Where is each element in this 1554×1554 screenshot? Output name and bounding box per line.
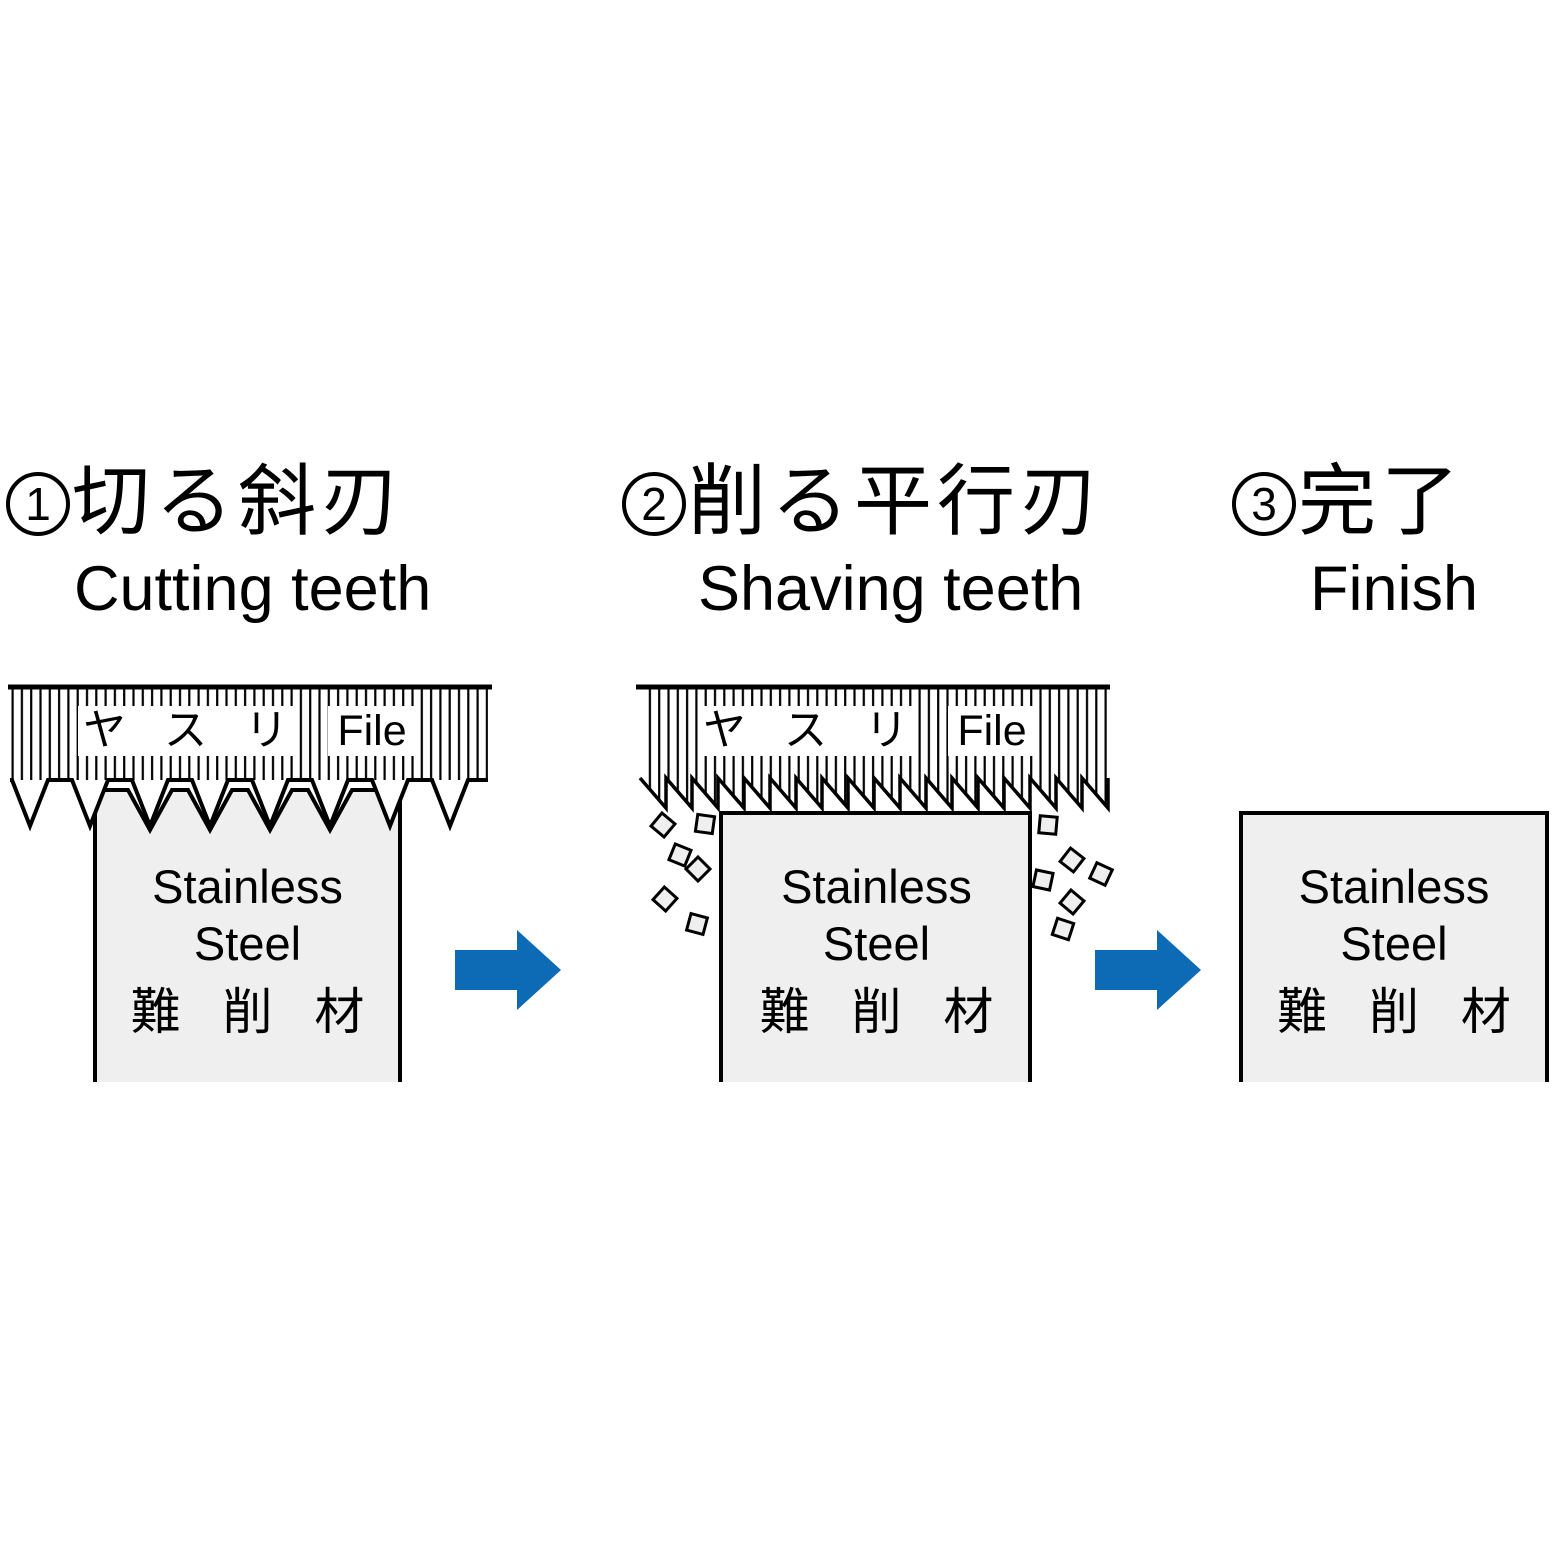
- file1-label-english: File: [328, 706, 416, 756]
- chip: [1087, 860, 1115, 888]
- file2-shaving-teeth: [638, 773, 1110, 813]
- steel-block-1: [93, 788, 402, 1082]
- finished-block-illustration: [1239, 811, 1549, 1082]
- arrow-right-icon: [455, 930, 561, 1010]
- steel3-caption-line2: Steel: [1340, 917, 1448, 970]
- step1-number-badge: 1: [6, 472, 70, 536]
- chip: [1050, 916, 1076, 942]
- metal-chips: [648, 810, 1115, 942]
- steel2-caption-line2: Steel: [822, 917, 931, 970]
- arrow-right-icon: [1095, 930, 1201, 1010]
- step3-title-en: Finish: [1310, 554, 1479, 624]
- steel3-caption: Stainless Steel 難 削 材: [1241, 858, 1547, 1040]
- steel1-caption-line1: Stainless: [152, 860, 343, 913]
- steel1-caption: Stainless Steel 難 削 材: [95, 858, 400, 1040]
- chip: [666, 841, 694, 869]
- chip: [693, 812, 717, 836]
- steel2-caption-line1: Stainless: [781, 860, 972, 913]
- steel2-caption-line3: 難 削 材: [759, 984, 994, 1040]
- file1-label-japanese: ヤ ス リ: [78, 706, 293, 756]
- steel1-caption-line3: 難 削 材: [130, 984, 365, 1040]
- step3-title-ja: 完了: [1298, 457, 1465, 545]
- steel2-caption: Stainless Steel 難 削 材: [723, 858, 1030, 1040]
- file2-label-english: File: [948, 706, 1036, 756]
- chip: [684, 911, 710, 937]
- step2-header: 2 削る平行刃: [622, 462, 1103, 540]
- step3-header: 3 完了: [1232, 462, 1464, 540]
- chip: [1037, 814, 1059, 836]
- step3-number-badge: 3: [1232, 472, 1296, 536]
- process-arrow-2: [1095, 930, 1201, 1010]
- step1-header: 1 切る斜刃: [6, 462, 404, 540]
- step2-number-badge: 2: [622, 472, 686, 536]
- process-arrow-1: [455, 930, 561, 1010]
- chip: [1057, 887, 1087, 917]
- step2-title-en: Shaving teeth: [698, 554, 1084, 624]
- file2-label-japanese: ヤ ス リ: [698, 706, 913, 756]
- steel3-caption-line3: 難 削 材: [1277, 984, 1511, 1040]
- steel-block-3: [1239, 811, 1549, 1082]
- steel1-caption-line2: Steel: [193, 917, 302, 970]
- chip: [683, 854, 713, 884]
- steel-block-2: [719, 811, 1032, 1082]
- chip: [1031, 868, 1055, 892]
- chip: [1057, 845, 1087, 875]
- chip: [650, 884, 680, 914]
- step1-title-en: Cutting teeth: [74, 554, 432, 624]
- chip: [648, 810, 678, 840]
- step1-title-ja: 切る斜刃: [72, 457, 405, 545]
- step2-title-ja: 削る平行刃: [688, 457, 1104, 545]
- steel3-caption-line1: Stainless: [1298, 860, 1490, 913]
- file1-cutting-teeth: [10, 778, 488, 832]
